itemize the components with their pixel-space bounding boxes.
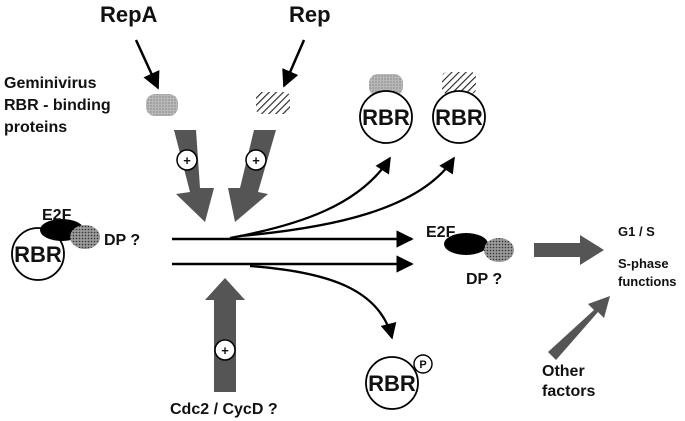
repa-plus-sign: + <box>183 153 191 168</box>
dp-shape-right <box>484 238 514 262</box>
phosphate-label: P <box>419 359 426 371</box>
proteins-label: proteins <box>4 119 67 136</box>
dp-label-left: DP ? <box>104 232 140 249</box>
repa-plus-circle <box>176 149 198 171</box>
rbr-circle-left <box>11 227 65 281</box>
repa-stimulation-arrow <box>174 130 214 222</box>
repa-protein-shape <box>146 94 178 116</box>
phosphate-circle <box>413 354 433 374</box>
rep-label: Rep <box>289 2 331 27</box>
other-factors-arrow <box>548 296 610 360</box>
dp-label-right: DP ? <box>466 271 502 288</box>
functions-label: functions <box>618 274 677 289</box>
rbr-label-top1: RBR <box>362 105 410 130</box>
curve-to-rbr-top2 <box>239 156 455 238</box>
repa-label: RepA <box>100 2 158 27</box>
curve-to-rbr-p <box>249 264 397 340</box>
e2f-label-left: E2F <box>42 207 72 224</box>
other-label: Other <box>542 363 585 380</box>
dp-shape-left <box>70 225 100 249</box>
repa-arrow <box>134 39 160 90</box>
sphase-label: S-phase <box>618 256 669 271</box>
rbr-circle-phospho <box>365 356 419 410</box>
e2f-shape-right <box>444 233 488 255</box>
repa-bound-shape <box>369 74 403 96</box>
rbr-label-left: RBR <box>14 242 62 267</box>
e2f-label-right: E2F <box>426 224 456 241</box>
rbr-circle-top1 <box>359 90 413 144</box>
cdc2-plus-circle <box>214 339 236 361</box>
rbr-label-top2: RBR <box>435 105 483 130</box>
cdc2-stimulation-arrow <box>205 278 245 392</box>
rbr-circle-top2 <box>432 90 486 144</box>
geminivirus-label: Geminivirus <box>4 75 97 92</box>
rep-stimulation-arrow <box>228 130 276 222</box>
rep-plus-circle <box>245 149 267 171</box>
cdc2-plus-sign: + <box>221 343 229 358</box>
curve-to-rbr-top1 <box>229 156 391 240</box>
rep-bound-shape <box>442 72 476 94</box>
g1s-arrow <box>534 235 604 265</box>
g1s-label: G1 / S <box>618 224 655 239</box>
rbr-label-phospho: RBR <box>368 371 416 396</box>
factors-label: factors <box>542 383 595 400</box>
rbr-binding-label: RBR - binding <box>4 97 111 114</box>
rep-plus-sign: + <box>252 153 260 168</box>
cdc2-label: Cdc2 / CycD ? <box>170 401 278 418</box>
rep-protein-shape <box>256 92 290 114</box>
rep-arrow <box>282 39 306 88</box>
